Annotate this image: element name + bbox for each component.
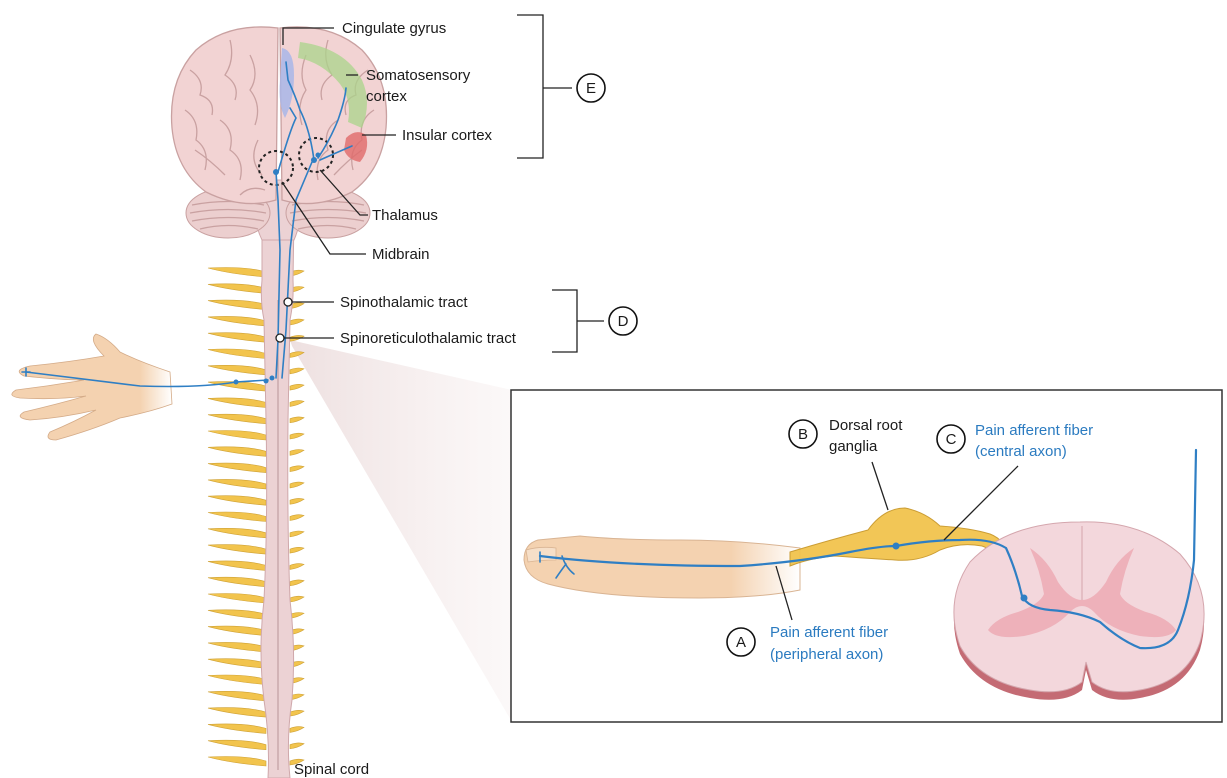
- spinal-nerve-right: [290, 319, 304, 325]
- spinal-nerve-right: [290, 401, 304, 407]
- spinal-nerve-right: [290, 596, 304, 602]
- spinal-nerve-left: [208, 512, 266, 522]
- thalamus-label: Thalamus: [372, 207, 438, 224]
- spinal-nerve-left: [208, 642, 266, 652]
- spinal-nerve-left: [208, 447, 266, 457]
- spinal-nerve-left: [208, 431, 266, 441]
- spinal-nerve-left: [208, 365, 266, 375]
- spinal-nerve-right: [290, 368, 304, 374]
- spinal-nerve-right: [290, 743, 304, 749]
- spinal-nerve-left: [208, 284, 266, 294]
- spinal-nerve-left: [208, 610, 266, 620]
- spinal-cord-label: Spinal cord: [294, 761, 369, 778]
- spinal-nerve-right: [290, 515, 304, 521]
- spinal-nerve-left: [208, 398, 266, 408]
- zoom-wedge: [290, 340, 512, 722]
- somatosensory-label-line2: cortex: [366, 88, 407, 105]
- spinal-nerve-left: [208, 463, 266, 473]
- spinal-nerve-left: [208, 268, 266, 278]
- spinal-nerve-right: [290, 498, 304, 504]
- spinal-nerve-left: [208, 496, 266, 506]
- spinothalamic-label: Spinothalamic tract: [340, 294, 468, 311]
- drg-label-line2: ganglia: [829, 438, 878, 455]
- spinal-nerve-left: [208, 528, 266, 538]
- cord-cross-section: [954, 522, 1204, 700]
- cingulate-gyrus-label: Cingulate gyrus: [342, 20, 446, 37]
- spinal-nerve-right: [290, 564, 304, 570]
- marker-c: C: [937, 425, 965, 453]
- svg-text:B: B: [798, 426, 808, 443]
- spinal-nerve-right: [290, 580, 304, 586]
- svg-text:E: E: [586, 80, 596, 97]
- svg-text:D: D: [618, 313, 629, 330]
- bracket-d: [552, 290, 604, 352]
- spinal-nerve-left: [208, 333, 266, 343]
- spinothalamic-marker: [284, 298, 292, 306]
- spinal-nerve-left: [208, 626, 266, 636]
- spinal-nerve-right: [290, 417, 304, 423]
- peripheral-axon-label-line1: Pain afferent fiber: [770, 624, 888, 641]
- marker-e: E: [577, 74, 605, 102]
- svg-text:C: C: [946, 431, 957, 448]
- spinal-nerve-right: [290, 482, 304, 488]
- marker-b: B: [789, 420, 817, 448]
- somatosensory-label-line1: Somatosensory: [366, 67, 471, 84]
- spinoreticulothalamic-label: Spinoreticulothalamic tract: [340, 330, 517, 347]
- marker-d: D: [609, 307, 637, 335]
- spinal-nerve-left: [208, 300, 266, 310]
- spinal-nerve-right: [290, 384, 304, 390]
- spinal-nerve-left: [208, 724, 266, 734]
- peripheral-axon-label-line2: (peripheral axon): [770, 646, 883, 663]
- spinal-nerve-left: [208, 545, 266, 555]
- spinal-nerve-left: [208, 594, 266, 604]
- central-axon-label-line1: Pain afferent fiber: [975, 422, 1093, 439]
- spinal-nerve-left: [208, 561, 266, 571]
- fingernail: [526, 547, 556, 562]
- spinal-nerve-right: [290, 710, 304, 716]
- spinal-nerve-right: [290, 466, 304, 472]
- spinoreticulothalamic-marker: [276, 334, 284, 342]
- bracket-e: [517, 15, 572, 158]
- midbrain-label: Midbrain: [372, 246, 430, 263]
- spinal-nerve-right: [290, 547, 304, 553]
- marker-a: A: [727, 628, 755, 656]
- inset-panel: B Dorsal root ganglia C Pain afferent fi…: [511, 390, 1222, 722]
- spinal-nerve-left: [208, 349, 266, 359]
- spinal-nerve-left: [208, 757, 266, 767]
- spinal-nerve-left: [208, 691, 266, 701]
- spinal-nerve-right: [290, 727, 304, 733]
- spinal-nerve-left: [208, 659, 266, 669]
- spinal-nerve-left: [208, 316, 266, 326]
- spinal-nerve-right: [290, 450, 304, 456]
- spinal-nerve-left: [208, 577, 266, 587]
- insular-cortex-label: Insular cortex: [402, 127, 493, 144]
- svg-text:A: A: [736, 634, 746, 651]
- central-axon-label-line2: (central axon): [975, 443, 1067, 460]
- spinal-nerve-right: [290, 433, 304, 439]
- spinal-nerve-left: [208, 675, 266, 685]
- drg-label-line1: Dorsal root: [829, 417, 903, 434]
- spinal-nerve-left: [208, 708, 266, 718]
- spinal-nerve-left: [208, 479, 266, 489]
- spinal-nerve-right: [290, 531, 304, 537]
- spinal-nerve-left: [208, 740, 266, 750]
- spinal-nerve-left: [208, 414, 266, 424]
